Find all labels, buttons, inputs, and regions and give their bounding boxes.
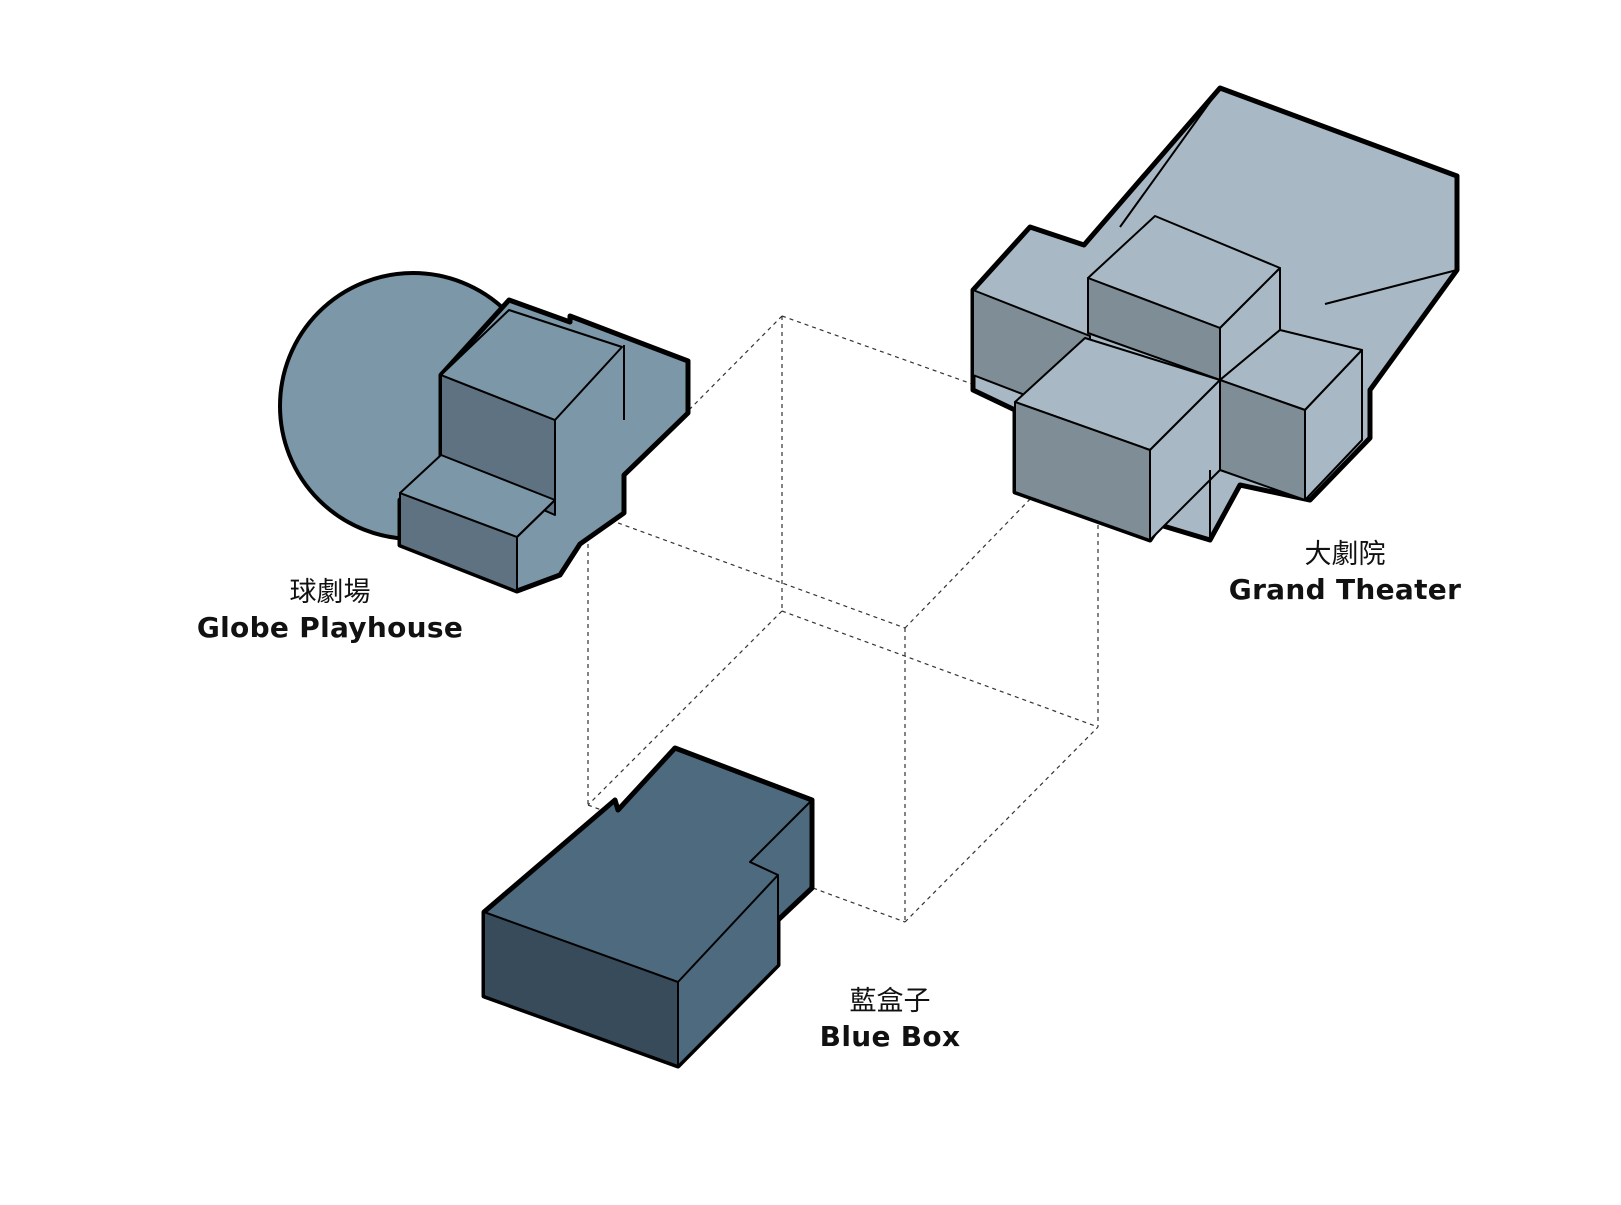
globe-playhouse-label: 球劇場 Globe Playhouse (180, 576, 480, 646)
grand-theater-massing (970, 85, 1460, 543)
grand-right-arm-side (1304, 349, 1363, 501)
globe-playhouse-label-en: Globe Playhouse (196, 611, 464, 644)
blue-box-label: 藍盒子 Blue Box (740, 985, 1040, 1055)
bluebox-side-face (677, 874, 779, 1067)
globe-upper-block-top (440, 309, 623, 421)
globe-playhouse-massing (278, 271, 691, 594)
globe-playhouse-label-zh: 球劇場 (289, 577, 371, 608)
grand-theater-label-en: Grand Theater (1228, 573, 1462, 606)
blue-box-label-en: Blue Box (819, 1020, 961, 1053)
grand-theater-label: 大劇院 Grand Theater (1195, 538, 1495, 608)
blue-box-massing (481, 745, 815, 1069)
grand-theater-label-zh: 大劇院 (1304, 539, 1386, 570)
grand-front-cube-side (1149, 379, 1221, 541)
blue-box-label-zh: 藍盒子 (849, 986, 931, 1017)
